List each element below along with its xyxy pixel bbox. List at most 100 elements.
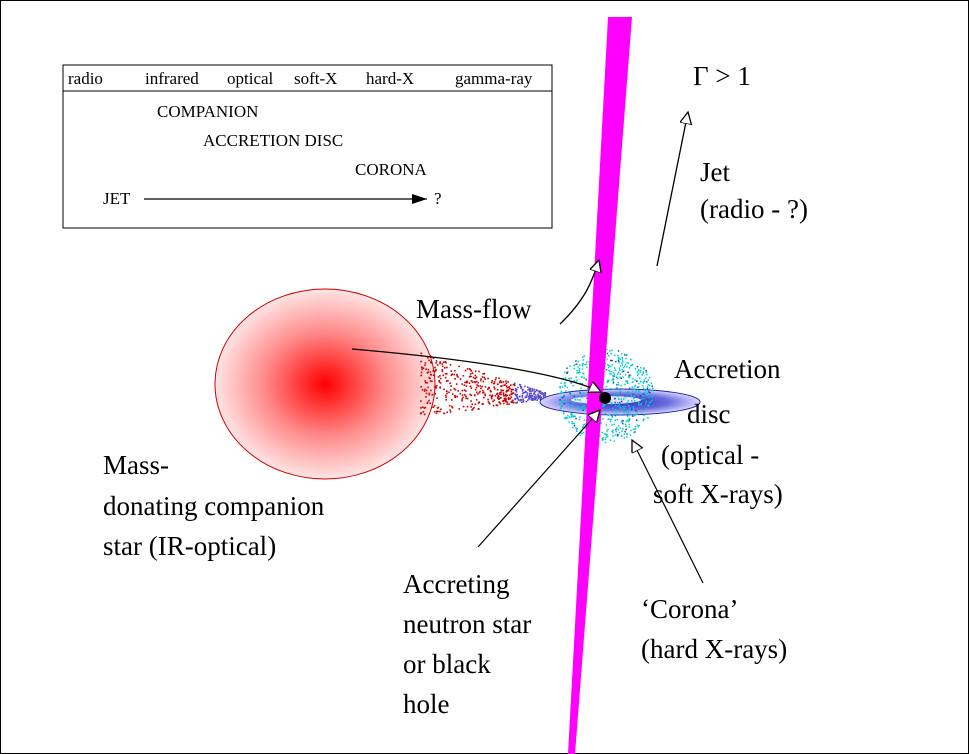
- stream-particle: [462, 396, 464, 399]
- corona-particle: [610, 359, 612, 362]
- stream-particle: [424, 364, 426, 366]
- stream-particle: [480, 387, 482, 390]
- corona-particle: [564, 384, 566, 387]
- corona-particle: [605, 424, 608, 426]
- stream-particle: [537, 397, 540, 400]
- corona-particle: [606, 433, 608, 436]
- stream-particle: [507, 389, 510, 391]
- corona-particle: [570, 413, 573, 415]
- stream-particle: [526, 394, 529, 396]
- stream-particle: [516, 397, 518, 400]
- corona-particle: [627, 412, 630, 414]
- stream-particle: [434, 366, 436, 369]
- stream-particle: [500, 393, 503, 396]
- corona-particle: [612, 407, 614, 410]
- corona-particle: [644, 391, 646, 394]
- corona-particle: [611, 415, 613, 417]
- corona-particle: [620, 384, 622, 387]
- corona-particle: [608, 414, 611, 416]
- stream-particle: [446, 411, 448, 414]
- corona-particle: [580, 376, 583, 378]
- stream-particle: [521, 390, 524, 392]
- corona-particle: [624, 374, 627, 376]
- stream-particle: [440, 408, 442, 411]
- corona-particle: [567, 414, 569, 417]
- stream-particle: [535, 396, 537, 399]
- stream-particle: [461, 389, 464, 392]
- corona-particle: [645, 408, 647, 410]
- corona-particle: [609, 370, 611, 373]
- stream-particle: [544, 393, 546, 395]
- corona-particle: [582, 364, 584, 366]
- corona-particle: [638, 369, 640, 371]
- corona-particle: [581, 406, 583, 409]
- corona-particle: [567, 404, 569, 406]
- corona-particle: [607, 355, 610, 357]
- corona-particle: [573, 423, 575, 425]
- corona-particle: [621, 421, 623, 423]
- stream-particle: [537, 395, 539, 397]
- corona-particle: [604, 438, 607, 440]
- corona-particle: [637, 392, 640, 395]
- corona-particle: [612, 378, 615, 381]
- corona-particle: [643, 379, 645, 381]
- stream-particle: [506, 403, 508, 405]
- corona-particle: [637, 386, 639, 388]
- stream-particle: [544, 395, 547, 397]
- matter-stream: [420, 352, 547, 416]
- corona-particle: [573, 425, 576, 427]
- stream-particle: [505, 393, 507, 396]
- corona-particle: [636, 379, 638, 382]
- stream-particle: [437, 406, 440, 409]
- stream-particle: [541, 392, 543, 394]
- stream-particle: [510, 384, 512, 386]
- stream-particle: [474, 370, 477, 373]
- stream-particle: [502, 389, 504, 392]
- stream-particle: [426, 372, 429, 374]
- corona-particle: [612, 435, 614, 437]
- corona-particle: [634, 414, 636, 416]
- corona-particle: [627, 404, 630, 407]
- corona-particle: [583, 355, 586, 357]
- stream-particle: [517, 397, 519, 400]
- stream-particle: [435, 360, 438, 362]
- corona-particle: [614, 369, 617, 371]
- stream-particle: [432, 370, 434, 372]
- stream-particle: [540, 396, 542, 398]
- stream-particle: [458, 408, 461, 410]
- corona-particle: [570, 377, 573, 379]
- corona-particle: [636, 380, 638, 383]
- corona-particle: [625, 396, 627, 398]
- stream-particle: [435, 362, 437, 364]
- corona-particle: [619, 414, 622, 416]
- corona-particle: [560, 405, 563, 408]
- corona-particle: [575, 429, 578, 431]
- stream-particle: [530, 394, 533, 397]
- accretor-label-1: Accreting: [403, 569, 509, 599]
- stream-particle: [421, 368, 423, 371]
- stream-particle: [420, 400, 422, 402]
- corona-particle: [561, 396, 564, 399]
- stream-particle: [527, 399, 529, 401]
- stream-particle: [466, 405, 469, 408]
- stream-particle: [530, 396, 532, 399]
- corona-particle: [611, 364, 614, 366]
- stream-particle: [520, 386, 523, 388]
- jet-band-label: (radio - ?): [700, 194, 808, 224]
- stream-particle: [496, 393, 498, 395]
- stream-particle: [533, 391, 536, 393]
- stream-particle: [474, 381, 477, 384]
- corona-particle: [642, 393, 645, 395]
- accretor-pointer: [477, 410, 600, 548]
- corona-particle: [568, 416, 571, 418]
- stream-particle: [469, 368, 472, 371]
- corona-particle: [643, 403, 645, 405]
- corona-particle: [638, 390, 641, 392]
- stream-particle: [451, 399, 453, 401]
- corona-particle: [628, 387, 631, 390]
- stream-particle: [451, 406, 454, 409]
- stream-particle: [443, 388, 445, 391]
- corona-particle: [643, 368, 645, 370]
- stream-particle: [480, 378, 482, 380]
- stream-particle: [434, 370, 436, 373]
